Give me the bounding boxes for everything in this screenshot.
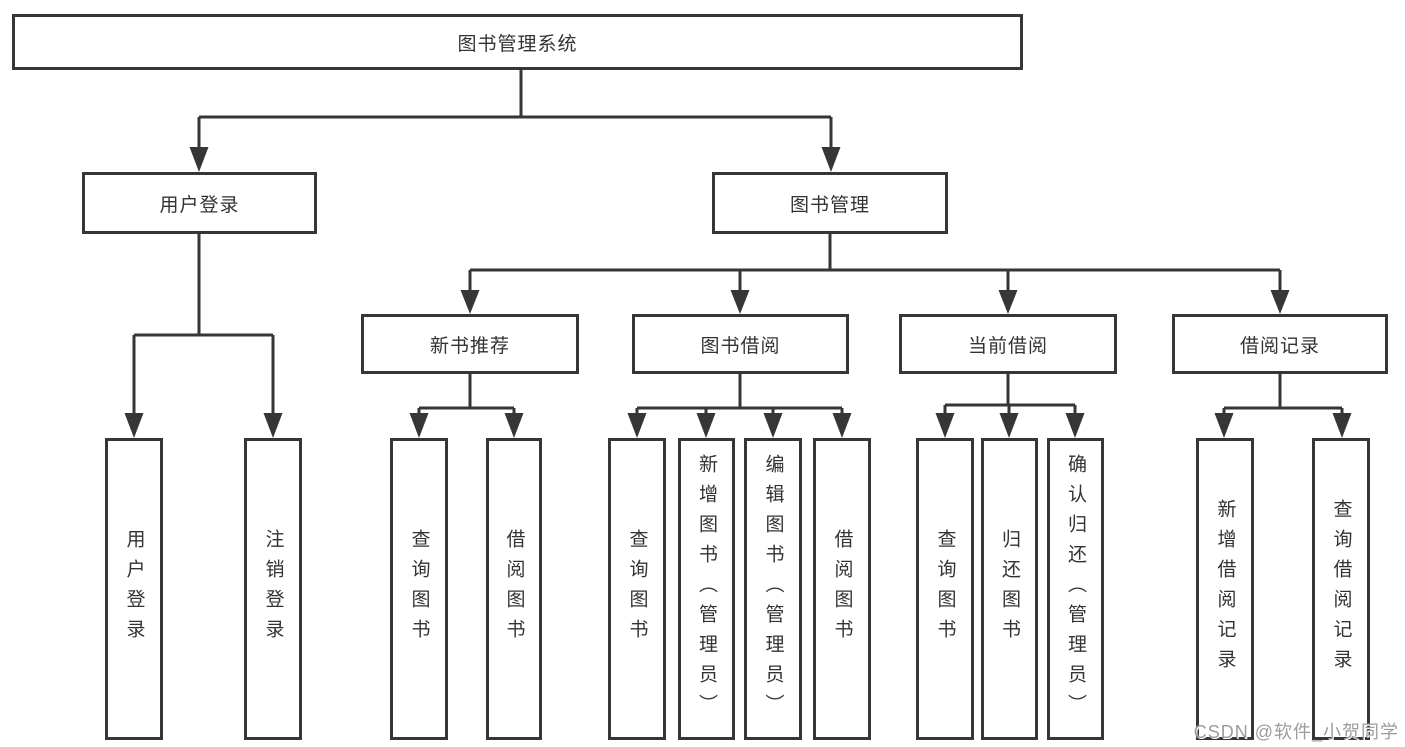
- node-return-books-label: 归还图书: [999, 529, 1020, 649]
- node-borrow-books-recommend-label: 借阅图书: [503, 529, 525, 649]
- node-query-books-current: 查询图书: [916, 438, 974, 740]
- node-confirm-return-admin-label: 确认归还（管理员）: [1065, 454, 1086, 724]
- node-query-borrow-record-label: 查询借阅记录: [1330, 499, 1352, 679]
- node-query-borrow-record: 查询借阅记录: [1312, 438, 1370, 740]
- node-borrow-books-leaf: 借阅图书: [813, 438, 871, 740]
- watermark: CSDN @软件_小贺同学: [1193, 722, 1399, 742]
- node-add-borrow-record: 新增借阅记录: [1196, 438, 1254, 740]
- node-add-books-admin: 新增图书（管理员）: [678, 438, 735, 740]
- node-user-login: 用户登录: [82, 172, 317, 234]
- node-borrow-books-recommend: 借阅图书: [486, 438, 542, 740]
- node-query-books-recommend: 查询图书: [390, 438, 448, 740]
- node-library-system: 图书管理系统: [12, 14, 1023, 70]
- node-book-management: 图书管理: [712, 172, 948, 234]
- node-query-books-recommend-label: 查询图书: [408, 529, 430, 649]
- node-edit-books-admin: 编辑图书（管理员）: [744, 438, 802, 740]
- node-query-books-current-label: 查询图书: [934, 529, 956, 649]
- node-current-borrow: 当前借阅: [899, 314, 1117, 374]
- node-new-book-recommend: 新书推荐: [361, 314, 579, 374]
- node-add-borrow-record-label: 新增借阅记录: [1214, 499, 1236, 679]
- node-borrow-records: 借阅记录: [1172, 314, 1388, 374]
- node-book-borrow: 图书借阅: [632, 314, 849, 374]
- node-query-books-borrow-label: 查询图书: [626, 529, 648, 649]
- node-query-books-borrow: 查询图书: [608, 438, 666, 740]
- node-logout-leaf-label: 注销登录: [262, 529, 284, 649]
- node-login-leaf-label: 用户登录: [123, 529, 145, 649]
- node-confirm-return-admin: 确认归还（管理员）: [1047, 438, 1104, 740]
- node-login-leaf: 用户登录: [105, 438, 163, 740]
- node-borrow-books-leaf-label: 借阅图书: [831, 529, 853, 649]
- node-return-books: 归还图书: [981, 438, 1038, 740]
- node-edit-books-admin-label: 编辑图书（管理员）: [762, 454, 784, 724]
- node-logout-leaf: 注销登录: [244, 438, 302, 740]
- node-add-books-admin-label: 新增图书（管理员）: [696, 454, 717, 724]
